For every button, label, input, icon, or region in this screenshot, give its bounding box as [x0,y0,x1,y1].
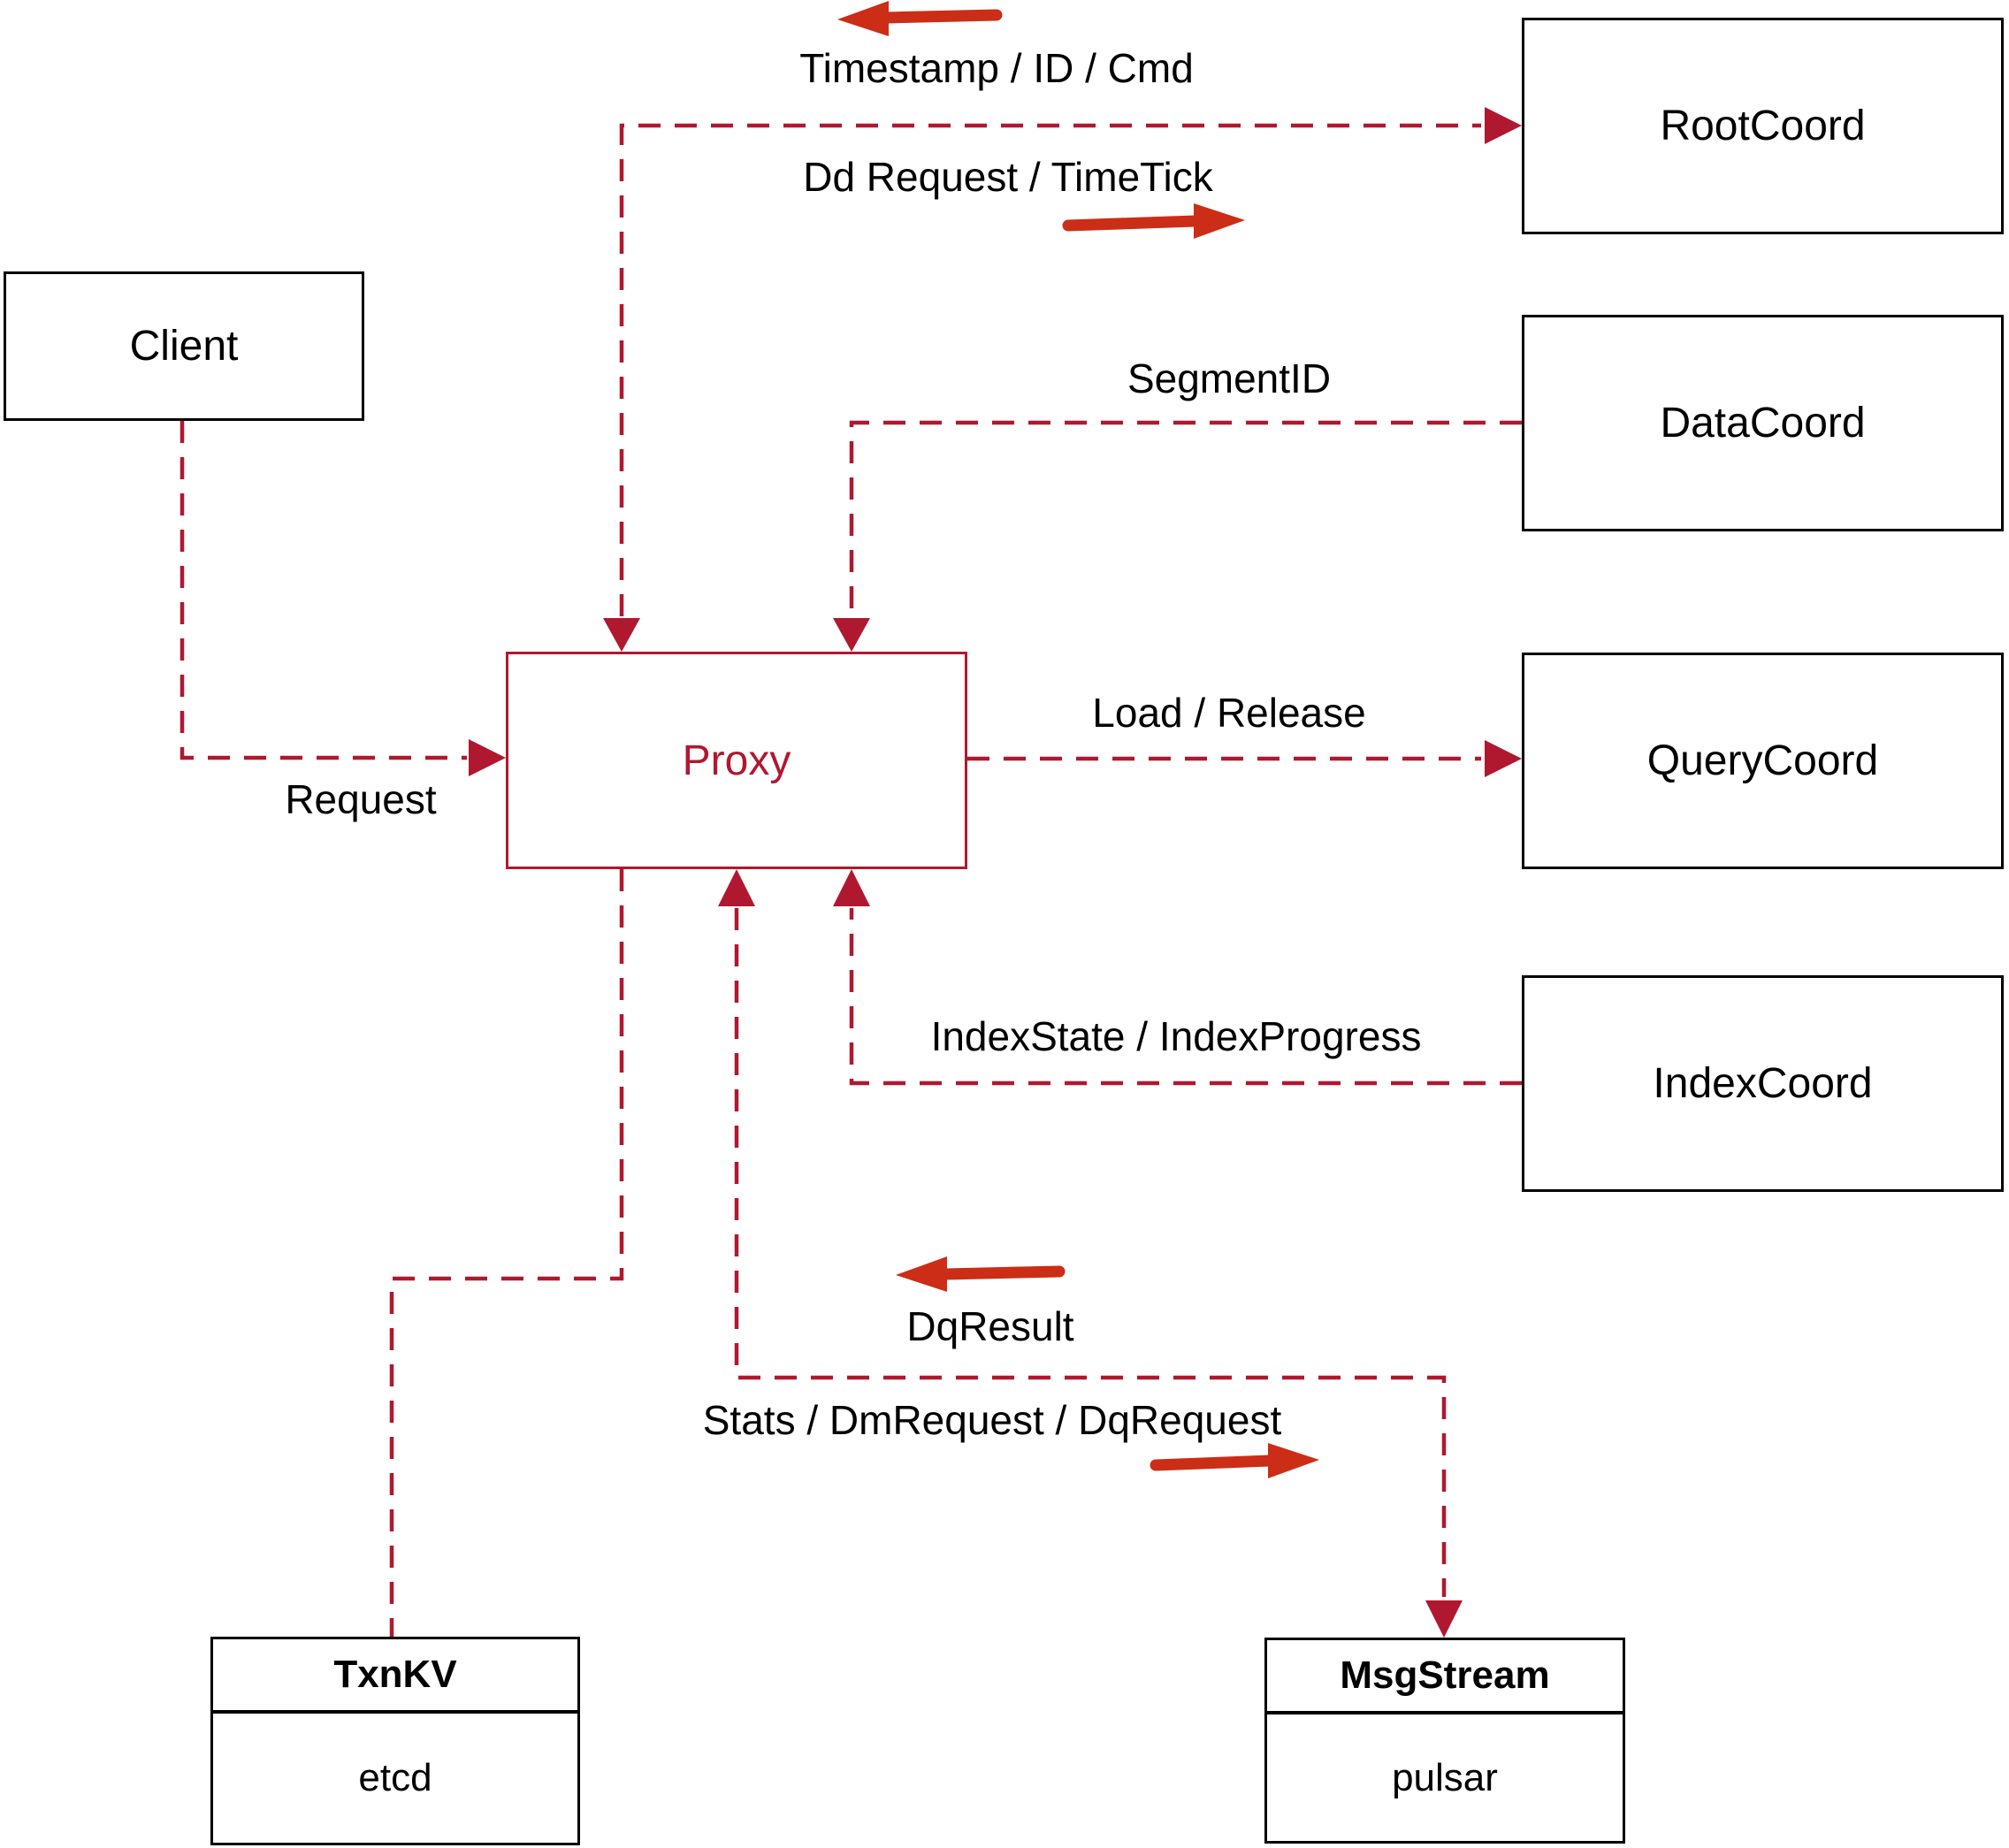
node-msgstream: MsgStream pulsar [1264,1638,1625,1844]
node-proxy: Proxy [506,652,967,869]
node-msgstream-header: MsgStream [1267,1640,1623,1714]
arrowhead-right-icon [469,739,506,776]
direction-arrow-left-icon [896,1256,1066,1292]
edge-label-segmentid: SegmentID [1127,355,1332,401]
arrowhead-right-icon [1485,740,1522,777]
edge-proxy-to-querycoord [967,740,1522,777]
arrowhead-right-icon [1485,107,1522,144]
arrowhead-down-icon [833,618,870,652]
edge-client-to-proxy [180,421,506,776]
edge-label-request: Request [285,776,437,822]
arrowhead-up-icon [833,869,870,906]
arrowhead-down-icon [1425,1600,1463,1638]
node-datacoord: DataCoord [1522,315,2004,531]
edge-proxy-to-rootcoord [603,107,1522,652]
node-indexcoord-label: IndexCoord [1653,1060,1873,1107]
node-client-label: Client [129,323,239,370]
node-proxy-label: Proxy [682,737,791,784]
node-rootcoord: RootCoord [1522,18,2004,234]
direction-arrow-right-icon [1062,203,1245,239]
node-txnkv-header: TxnKV [213,1639,577,1714]
node-rootcoord-label: RootCoord [1660,103,1866,149]
edge-label-load-release: Load / Release [1092,690,1366,736]
edge-label-timestamp-id-cmd: Timestamp / ID / Cmd [799,45,1194,91]
node-txnkv-body: etcd [358,1756,432,1799]
edge-label-dd-request-timetick: Dd Request / TimeTick [803,154,1213,200]
node-msgstream-body: pulsar [1392,1755,1498,1799]
direction-arrow-left-icon [837,1,1003,36]
edge-proxy-to-msgstream [718,869,1463,1638]
edge-label-stats-dmrequest-dqrequest: Stats / DmRequest / DqRequest [702,1397,1282,1443]
direction-arrow-right-icon [1150,1443,1319,1478]
node-datacoord-label: DataCoord [1660,400,1866,447]
edge-label-indexstate-indexprogress: IndexState / IndexProgress [930,1013,1422,1059]
arrowhead-up-icon [718,869,755,906]
edge-indexcoord-to-proxy [833,869,1522,1086]
arrowhead-down-icon [603,618,640,652]
edge-proxy-to-txnkv [389,869,624,1637]
node-txnkv: TxnKV etcd [210,1637,580,1845]
edge-label-dqresult: DqResult [906,1303,1074,1349]
node-client: Client [4,271,364,421]
node-querycoord: QueryCoord [1522,653,2004,869]
node-querycoord-label: QueryCoord [1646,737,1879,784]
edge-datacoord-to-proxy [833,420,1522,652]
node-indexcoord: IndexCoord [1522,975,2004,1192]
